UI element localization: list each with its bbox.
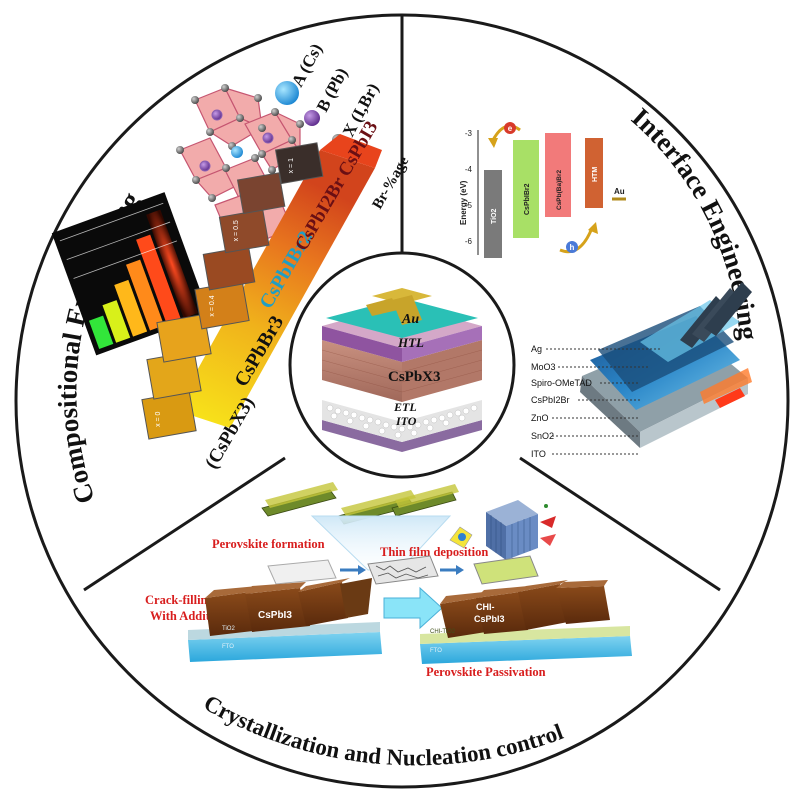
layer-ag: Ag bbox=[531, 344, 542, 354]
additive-molecule-icon bbox=[449, 526, 473, 549]
label-perovskite-formation: Perovskite formation bbox=[212, 537, 325, 551]
layer-cspbi2br: CsPbI2Br bbox=[531, 395, 570, 405]
cs-ball-icon bbox=[275, 81, 299, 105]
device-ito-label: ITO bbox=[395, 414, 417, 428]
center-device: Au HTL CsPbX3 ETL ITO bbox=[288, 251, 516, 479]
bare-substrate bbox=[267, 559, 337, 585]
film-label-04: x = 0.4 bbox=[209, 295, 216, 316]
cspbbabr2-band bbox=[545, 133, 571, 217]
electron-label: e bbox=[508, 124, 513, 133]
label-with-additive: With Additive bbox=[150, 609, 226, 623]
tick-4: -4 bbox=[465, 165, 473, 174]
right-crystal-label-2: CsPbI3 bbox=[474, 614, 505, 624]
film-label-0: x = 0 bbox=[155, 411, 162, 426]
layer-moo3: MoO3 bbox=[531, 362, 556, 372]
tio2-film-label: TiO2 bbox=[222, 626, 235, 632]
cspbbabr2-label: CsPb(Ba)Br2 bbox=[556, 170, 563, 210]
tick-6: -6 bbox=[465, 237, 473, 246]
fto-right-label: FTO bbox=[430, 648, 442, 654]
label-passivation: Perovskite Passivation bbox=[426, 665, 546, 679]
energy-axis-label: Energy (eV) bbox=[459, 180, 468, 225]
device-cspbx3-label: CsPbX3 bbox=[388, 369, 441, 385]
device-au-label: Au bbox=[401, 312, 419, 327]
au-band-label: Au bbox=[614, 187, 625, 196]
right-crystal-label-1: CHI- bbox=[476, 602, 495, 612]
nanowire-strips bbox=[261, 482, 459, 525]
cube-lattice bbox=[486, 500, 556, 560]
smooth-film bbox=[473, 555, 539, 585]
device-stack-3d bbox=[580, 282, 752, 448]
layer-zno: ZnO bbox=[531, 413, 549, 423]
htl-front bbox=[322, 326, 402, 362]
big-arrow bbox=[383, 586, 443, 630]
pb-ball-icon bbox=[304, 110, 320, 126]
layer-sno2: SnO2 bbox=[531, 431, 554, 441]
layer-ito: ITO bbox=[531, 449, 546, 459]
composition-gradient-bar bbox=[175, 134, 382, 428]
layer-labels: Ag MoO3 Spiro-OMeTAD CsPbI2Br ZnO SnO2 I… bbox=[531, 344, 660, 459]
tio2-band bbox=[484, 170, 502, 258]
tick-3: -3 bbox=[465, 129, 473, 138]
divider-left bbox=[83, 456, 286, 592]
label-crack-filling: Crack-filling bbox=[145, 593, 214, 607]
cspbibr2-band bbox=[513, 140, 539, 238]
cspbibr2-label: CsPbIBr2 bbox=[524, 183, 531, 215]
tio2-label: TiO2 bbox=[491, 208, 498, 224]
left-crystal-film: TiO2 FTO CsPbI3 bbox=[188, 578, 382, 662]
fto-film-label: FTO bbox=[222, 644, 234, 650]
htm-label: HTM bbox=[592, 167, 599, 182]
label-thin-film-deposition: Thin film deposition bbox=[380, 545, 488, 559]
hole-arrow bbox=[559, 227, 594, 254]
right-crystal-film: CHI-TiO2 FTO CHI- CsPbI3 bbox=[420, 580, 632, 664]
htm-band bbox=[585, 138, 603, 208]
tick-5: -5 bbox=[465, 201, 473, 210]
film-label-05: x = 0.5 bbox=[233, 220, 240, 241]
chi-tio2-label: CHI-TiO2 bbox=[430, 629, 456, 635]
electron-icon bbox=[504, 122, 516, 134]
hole-icon bbox=[566, 241, 578, 253]
pl-photo bbox=[51, 192, 209, 356]
etl-layer bbox=[322, 400, 482, 442]
device-etl-label: ETL bbox=[393, 400, 417, 414]
left-crystal-label: CsPbI3 bbox=[258, 610, 292, 621]
compositional-section: Compositional Engineering bbox=[51, 41, 413, 507]
film-label-1: x = 1 bbox=[288, 158, 295, 173]
energy-band-diagram: Energy (eV) -3 -4 -5 -6 TiO2 CsPbIBr2 Cs… bbox=[459, 122, 626, 258]
hole-label: h bbox=[570, 243, 575, 252]
film-swatches: x = 0 x = 0.4 x = 0.5 x = 1 bbox=[141, 142, 324, 440]
ito-layer bbox=[322, 420, 482, 452]
divider-right bbox=[519, 456, 721, 592]
htl-side bbox=[402, 326, 482, 362]
layer-spiro: Spiro-OMeTAD bbox=[531, 378, 592, 388]
device-htl-label: HTL bbox=[397, 335, 424, 350]
